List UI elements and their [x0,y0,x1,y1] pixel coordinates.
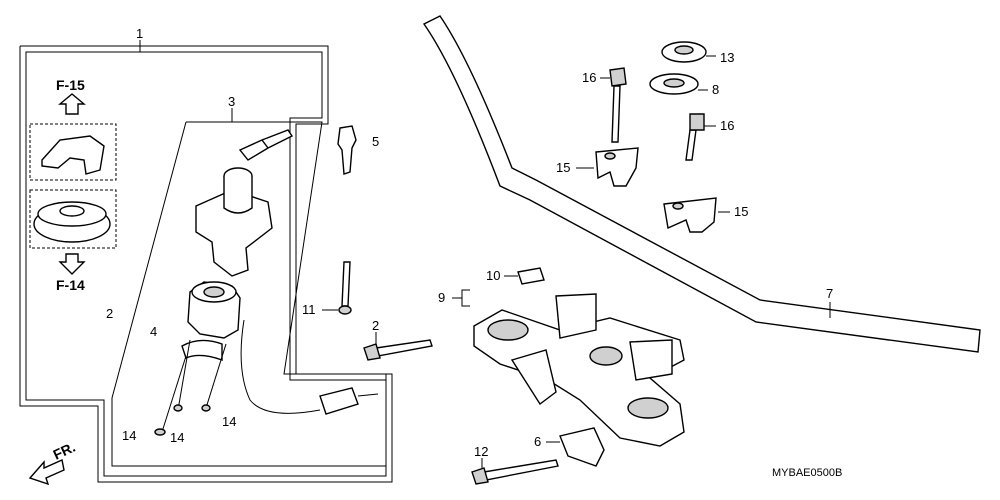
callout-12: 12 [474,444,488,459]
assembly-3-outline [111,121,387,467]
bridge-hole-center [589,346,623,366]
ref-f15: F-15 [56,77,85,93]
screw-14-b [177,339,191,411]
arrow-down-icon [58,253,86,275]
diagram-code: MYBAE0500B [772,467,842,479]
screw-14-c-head [201,404,211,412]
clip-10 [517,267,545,285]
callout-16-a: 16 [582,70,596,85]
callout-13: 13 [720,50,734,65]
bolt-16-upper-head [609,67,627,87]
callout-7: 7 [826,286,833,301]
ignition-switch-body [195,189,273,277]
callout-4: 4 [150,324,157,339]
clamp-left [510,349,557,406]
callout-8: 8 [712,82,719,97]
bolt-12 [483,459,559,481]
callout-5: 5 [372,134,379,149]
washer-8-hole [663,78,685,88]
handlebar [422,15,981,353]
connector [319,387,359,415]
bolt-12-head [471,467,489,485]
lock-wire [240,319,321,414]
arrow-up-icon [58,93,86,115]
f14-cap-center [59,205,85,217]
bolt-16-lower [685,129,697,161]
key-5 [337,125,357,175]
callout-11: 11 [302,302,316,317]
front-arrow-icon [28,459,65,486]
callout-10: 10 [486,268,500,283]
callout-14-a: 14 [122,428,136,443]
holder-15-lower-hole [672,202,684,210]
callout-14-b: 14 [170,430,184,445]
callout-15-b: 15 [734,204,748,219]
callout-15-a: 15 [556,160,570,175]
ignition-cylinder-side [223,176,253,214]
bolt-16-upper [611,85,621,143]
callout-16-b: 16 [720,118,734,133]
ignition-key [238,129,294,161]
assembly-1-inner-outline [19,45,393,483]
bolt-11 [341,261,351,307]
bridge-post-left [555,293,597,339]
callout-2-left: 2 [106,306,113,321]
callout-6: 6 [534,434,541,449]
holder-15-upper-hole [604,152,616,160]
ref-f14: F-14 [56,277,85,293]
callout-9: 9 [438,290,445,305]
bolt-11-head [338,305,352,315]
holder-15-upper [595,147,639,187]
bolt-2-head [363,343,381,361]
screw-14-a-head [154,428,166,436]
connector-wire [357,393,379,397]
bridge-post-right [629,339,673,381]
callout-1: 1 [136,26,143,41]
screw-14-a [161,355,187,433]
holder-15-lower [663,197,717,233]
lock-clamp [181,339,223,361]
f15-part-sketch [41,135,105,175]
lower-clamp-6 [559,427,605,467]
nut-13-hole [674,45,694,55]
callout-9-bracket [461,289,470,307]
screw-14-c [205,343,227,409]
bridge-hole-right [627,397,669,419]
callout-3: 3 [228,94,235,109]
callout-14-c: 14 [222,414,236,429]
front-direction-label: FR. [51,439,78,463]
bridge-hole-left [487,319,529,341]
bolt-2 [375,339,433,357]
screw-14-b-head [173,404,183,412]
bolt-16-lower-head [689,113,705,131]
lock-hole [203,286,225,298]
callout-2-bolt: 2 [372,318,379,333]
f15-ref-box [29,123,117,181]
f14-ref-box [29,189,117,249]
